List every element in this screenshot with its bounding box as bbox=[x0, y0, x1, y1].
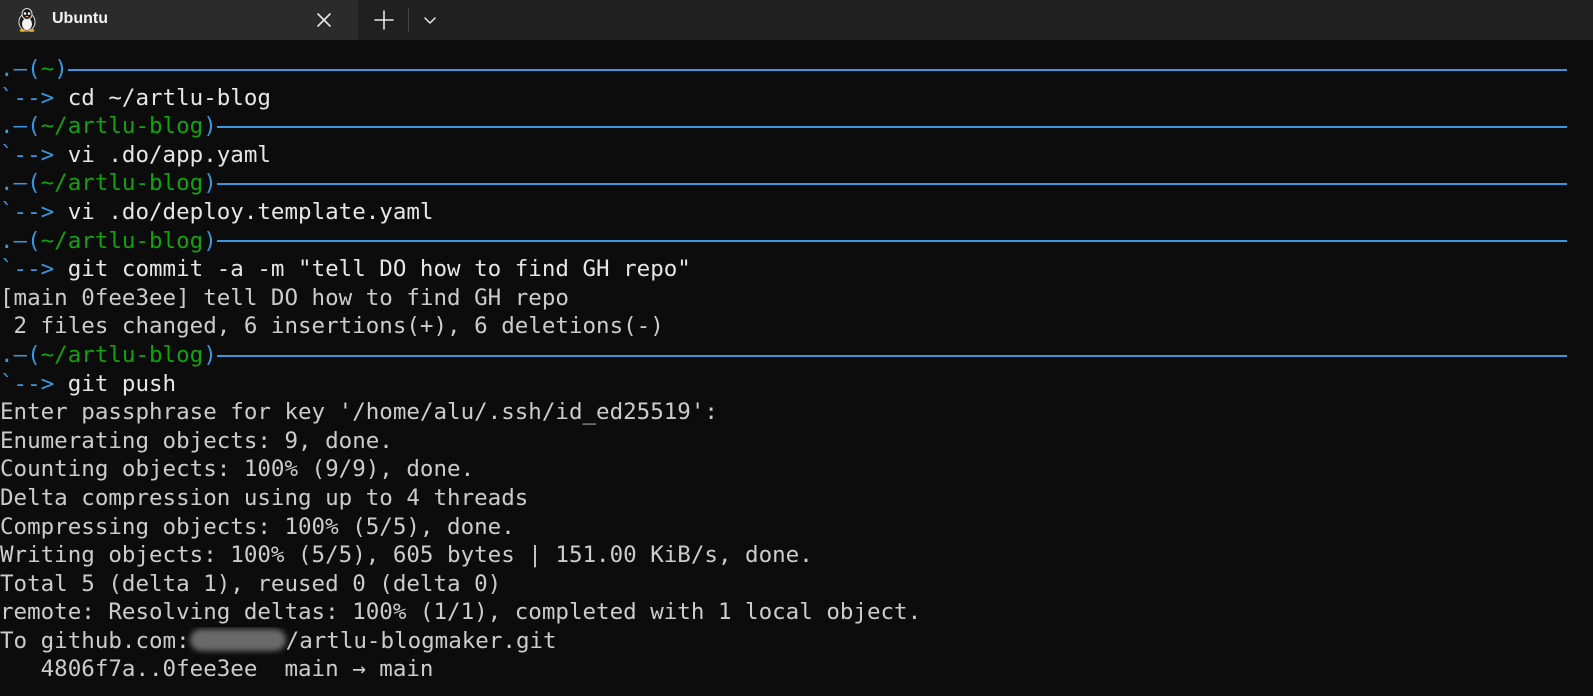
prompt-suffix: ) bbox=[203, 113, 217, 140]
output-text: 2 files changed, 6 insertions(+), 6 dele… bbox=[0, 313, 664, 340]
command-text: vi .do/app.yaml bbox=[67, 141, 271, 168]
output-text: 4806f7a..0fee3ee main → main bbox=[0, 656, 434, 683]
output-line: [main 0fee3ee] tell DO how to find GH re… bbox=[0, 284, 1593, 313]
prompt-arrow: `--> bbox=[0, 198, 68, 225]
output-text: [main 0fee3ee] tell DO how to find GH re… bbox=[0, 284, 569, 311]
output-line: Writing objects: 100% (5/5), 605 bytes |… bbox=[0, 541, 1593, 570]
prompt-prefix: .–( bbox=[0, 113, 41, 140]
prompt-directory: ~/artlu-blog bbox=[40, 341, 204, 368]
prompt-arrow: `--> bbox=[0, 84, 68, 111]
prompt-line: .–(~/artlu-blog) bbox=[0, 227, 1593, 256]
output-line: Counting objects: 100% (9/9), done. bbox=[0, 455, 1593, 484]
prompt-line: .–(~) bbox=[0, 55, 1593, 84]
output-text: Compressing objects: 100% (5/5), done. bbox=[0, 513, 515, 540]
prompt-line: .–(~/artlu-blog) bbox=[0, 169, 1593, 198]
prompt-prefix: .–( bbox=[0, 341, 41, 368]
output-text: Writing objects: 100% (5/5), 605 bytes |… bbox=[0, 542, 813, 569]
command-text: cd ~/artlu-blog bbox=[67, 84, 271, 111]
prompt-rule bbox=[216, 125, 1567, 128]
plus-icon bbox=[374, 10, 394, 30]
new-tab-button[interactable] bbox=[368, 4, 400, 36]
command-line: `--> git push bbox=[0, 370, 1593, 399]
output-text: remote: Resolving deltas: 100% (1/1), co… bbox=[0, 599, 922, 626]
output-line: remote: Resolving deltas: 100% (1/1), co… bbox=[0, 598, 1593, 627]
prompt-suffix: ) bbox=[54, 56, 68, 82]
prompt-directory: ~/artlu-blog bbox=[40, 113, 204, 140]
tab-bar: Ubuntu bbox=[0, 0, 1593, 40]
command-text: git commit -a -m "tell DO how to find GH… bbox=[67, 256, 691, 283]
output-line: Compressing objects: 100% (5/5), done. bbox=[0, 513, 1593, 542]
output-text: To github.com: bbox=[0, 627, 190, 654]
redacted-username bbox=[189, 628, 286, 651]
output-line: To github.com: /artlu-blogmaker.git bbox=[0, 627, 1593, 656]
output-text: Enumerating objects: 9, done. bbox=[0, 427, 393, 454]
prompt-suffix: ) bbox=[203, 170, 217, 197]
prompt-suffix: ) bbox=[203, 227, 217, 254]
prompt-prefix: .–( bbox=[0, 227, 41, 254]
prompt-directory: ~/artlu-blog bbox=[40, 170, 204, 197]
tab-separator bbox=[408, 8, 409, 32]
command-line: `--> vi .do/deploy.template.yaml bbox=[0, 198, 1593, 227]
prompt-arrow: `--> bbox=[0, 256, 68, 283]
output-line: Total 5 (delta 1), reused 0 (delta 0) bbox=[0, 570, 1593, 599]
output-line: Enumerating objects: 9, done. bbox=[0, 427, 1593, 456]
terminal-output[interactable]: .–(~)`--> cd ~/artlu-blog.–(~/artlu-blog… bbox=[0, 55, 1593, 696]
prompt-suffix: ) bbox=[203, 341, 217, 368]
prompt-line: .–(~/artlu-blog) bbox=[0, 112, 1593, 141]
tab-ubuntu[interactable]: Ubuntu bbox=[0, 0, 358, 40]
command-line: `--> vi .do/app.yaml bbox=[0, 141, 1593, 170]
prompt-prefix: .–( bbox=[0, 170, 41, 197]
prompt-rule bbox=[67, 68, 1567, 71]
tab-dropdown-button[interactable] bbox=[414, 4, 446, 36]
output-line: Delta compression using up to 4 threads bbox=[0, 484, 1593, 513]
prompt-arrow: `--> bbox=[0, 370, 68, 397]
output-text: Counting objects: 100% (9/9), done. bbox=[0, 456, 475, 483]
close-icon[interactable] bbox=[310, 6, 338, 34]
prompt-prefix: .–( bbox=[0, 56, 41, 82]
command-text: vi .do/deploy.template.yaml bbox=[67, 198, 434, 225]
prompt-rule bbox=[216, 354, 1567, 357]
output-text: Total 5 (delta 1), reused 0 (delta 0) bbox=[0, 570, 502, 597]
prompt-rule bbox=[216, 240, 1567, 243]
command-text: git push bbox=[67, 370, 177, 397]
chevron-down-icon bbox=[424, 17, 436, 24]
command-line: `--> git commit -a -m "tell DO how to fi… bbox=[0, 255, 1593, 284]
tab-title: Ubuntu bbox=[52, 10, 108, 27]
linux-tux-icon bbox=[16, 8, 38, 32]
output-line: 2 files changed, 6 insertions(+), 6 dele… bbox=[0, 312, 1593, 341]
output-line: 4806f7a..0fee3ee main → main bbox=[0, 655, 1593, 684]
output-text: /artlu-blogmaker.git bbox=[285, 627, 557, 654]
prompt-arrow: `--> bbox=[0, 141, 68, 168]
prompt-directory: ~ bbox=[40, 56, 55, 82]
output-text: Enter passphrase for key '/home/alu/.ssh… bbox=[0, 399, 718, 426]
prompt-directory: ~/artlu-blog bbox=[40, 227, 204, 254]
prompt-line: .–(~/artlu-blog) bbox=[0, 341, 1593, 370]
output-text: Delta compression using up to 4 threads bbox=[0, 484, 529, 511]
prompt-rule bbox=[216, 183, 1567, 186]
output-line: Enter passphrase for key '/home/alu/.ssh… bbox=[0, 398, 1593, 427]
command-line: `--> cd ~/artlu-blog bbox=[0, 84, 1593, 113]
